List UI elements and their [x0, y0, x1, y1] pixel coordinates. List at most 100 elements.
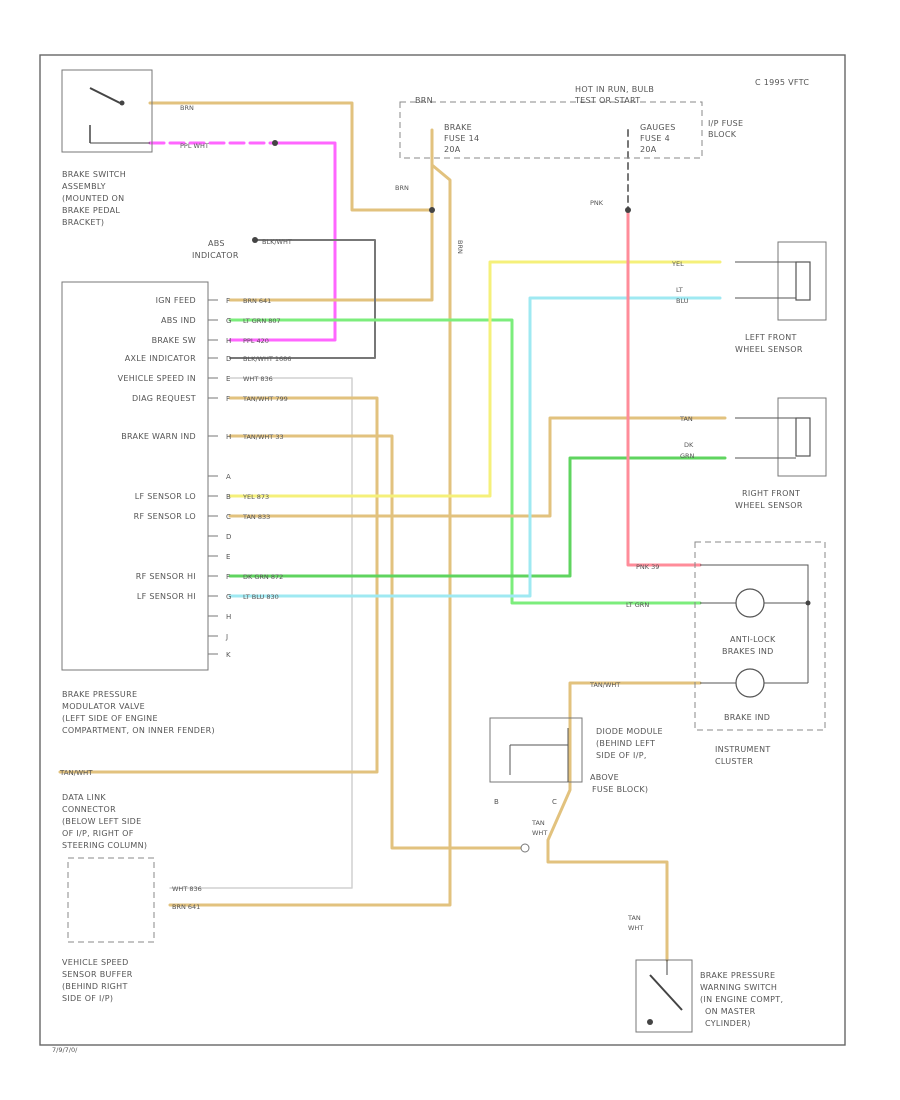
wire-tan-wht-799 [58, 396, 379, 774]
splice-dot [625, 207, 631, 213]
module-pin-letter: B [226, 493, 231, 501]
cluster-bus [700, 564, 809, 683]
wire-label-dlc-wht: WHT 836 [172, 885, 202, 893]
wire-lt-grn-807 [228, 318, 702, 605]
brake-switch-label-5: BRACKET) [62, 218, 104, 227]
abs-indicator-label-1: ABS [208, 239, 225, 248]
module-pin-letter: H [226, 613, 231, 621]
module-pin-label: RF SENSOR LO [134, 512, 196, 521]
ip-fuse-block: HOT IN RUN, BULB TEST OR START BRN I/P F… [399, 85, 743, 159]
module-pin-letter: G [226, 593, 231, 601]
wire-label-lt-blu-2: BLU [676, 297, 689, 305]
brake-fuse-label-2: FUSE 14 [444, 134, 479, 143]
diode-pin-c: C [552, 798, 557, 806]
module-pin-letter: H [226, 337, 231, 345]
module-pin-letter: D [226, 533, 231, 541]
gauges-fuse-label-3: 20A [640, 145, 657, 154]
bpws-box [635, 959, 693, 1033]
module-pin-letter: C [226, 513, 231, 521]
diode-label-4: ABOVE [590, 773, 619, 782]
brake-lamp [735, 668, 765, 698]
abs-indicator-label-2: INDICATOR [192, 251, 239, 260]
wire-blk-wht-abs-ind [229, 239, 376, 359]
module-pin-letter: E [226, 553, 230, 561]
module-pin-letter: H [226, 433, 231, 441]
wire-ppl-wht [228, 141, 337, 342]
right-front-wheel-sensor: RIGHT FRONT WHEEL SENSOR [735, 397, 827, 510]
wire-label-lt-grn-807: LT GRN 807 [243, 317, 281, 325]
wire-dk-grn-872 [228, 456, 727, 578]
wire-lt-blu-830 [228, 296, 722, 598]
instrument-cluster: ANTI-LOCK BRAKES IND BRAKE IND INSTRUMEN… [694, 541, 826, 766]
wire-label-lt-blu-830: LT BLU 830 [243, 593, 279, 601]
module-pin-label: IGN FEED [156, 296, 196, 305]
diode-module: DIODE MODULE (BEHIND LEFT SIDE OF I/P, A… [489, 717, 663, 806]
brake-switch-label-1: BRAKE SWITCH [62, 170, 126, 179]
antilock-label-2: BRAKES IND [722, 647, 774, 656]
dlc-label-2: CONNECTOR [62, 805, 116, 814]
bpws-blade [649, 974, 683, 1011]
vehicle-speed-sensor-buffer: VEHICLE SPEED SENSOR BUFFER (BEHIND RIGH… [62, 857, 155, 1003]
rf-sensor-label-1: RIGHT FRONT [742, 489, 800, 498]
cluster-label-1: INSTRUMENT [715, 745, 771, 754]
splice-dot [272, 140, 278, 146]
brake-fuse-label-3: 20A [444, 145, 461, 154]
brake-pressure-warning-switch: BRAKE PRESSURE WARNING SWITCH (IN ENGINE… [635, 959, 783, 1033]
diode-label-3: SIDE OF I/P, [596, 751, 647, 760]
diagram-id-label: 7/9/7/0/ [52, 1046, 78, 1054]
hot-in-run-label-1: HOT IN RUN, BULB [575, 85, 654, 94]
module-pin-letter: J [225, 633, 228, 641]
lf-sensor-label-2: WHEEL SENSOR [735, 345, 803, 354]
wire-wht-836 [169, 377, 353, 889]
wire-brn-ign-feed [228, 128, 434, 302]
diode-label-5: FUSE BLOCK) [592, 785, 648, 794]
dlc-label-4: OF I/P, RIGHT OF [62, 829, 134, 838]
gauges-fuse-label-1: GAUGES [640, 123, 676, 132]
module-pin-label: BRAKE WARN IND [121, 432, 196, 441]
module-pin-label: DIAG REQUEST [132, 394, 196, 403]
splices [252, 140, 631, 243]
wire-pnk-39 [626, 208, 702, 567]
wire-label-pnk: PNK [590, 199, 604, 207]
wire-brn-brake-switch [148, 101, 434, 212]
wire-label-wht-836: WHT 836 [243, 375, 273, 383]
diode-box [489, 717, 583, 783]
antilock-label-1: ANTI-LOCK [730, 635, 776, 644]
wire-tan-wht-33 [228, 434, 522, 850]
wire-label-dk-grn-2: GRN [680, 452, 695, 460]
abs-fuse-header: BRN [415, 96, 433, 105]
wire-label-blk-wht-abs: BLK/WHT [262, 238, 292, 246]
wire-label-tan-wht-799: TAN/WHT 799 [242, 395, 288, 403]
wire-label-yel-873: YEL 873 [242, 493, 269, 501]
lf-sensor-label-1: LEFT FRONT [745, 333, 797, 342]
wire-label-brn-641: BRN 641 [243, 297, 271, 305]
lf-sensor-box [777, 241, 827, 321]
module-pin-label: LF SENSOR LO [135, 492, 196, 501]
cluster-splice [805, 600, 811, 606]
module-pin-letter: D [226, 355, 231, 363]
wire-label-tan-833: TAN 833 [242, 513, 270, 521]
module-pin-letter: G [226, 317, 231, 325]
brake-ind-label: BRAKE IND [724, 713, 770, 722]
vss-label-2: SENSOR BUFFER [62, 970, 133, 979]
bpws-label-1: BRAKE PRESSURE [700, 971, 775, 980]
module-pin-letter: F [226, 297, 230, 305]
splice-dot [429, 207, 435, 213]
diode-label-2: (BEHIND LEFT [596, 739, 655, 748]
cluster-outline [694, 541, 826, 731]
wire-label-dlc-brn: BRN 641 [172, 903, 200, 911]
wire-label-tan-wht-b2-2: WHT [628, 924, 643, 932]
wire-label-tan-wht-b1-1: TAN [531, 819, 545, 827]
wire-label-ppl-420: PPL 420 [243, 337, 269, 345]
wire-label-blk-wht-1686: BLK/WHT 1686 [243, 355, 291, 363]
rf-sensor-coil [795, 417, 811, 457]
module-pin-letter: A [226, 473, 231, 481]
wires [58, 101, 727, 962]
switch-blade [89, 87, 121, 104]
wire-label-brn-vertical: BRN [456, 240, 464, 254]
gauges-fuse-label-2: FUSE 4 [640, 134, 670, 143]
dlc-pin: TAN/WHT [59, 769, 93, 777]
vss-label-3: (BEHIND RIGHT [62, 982, 128, 991]
